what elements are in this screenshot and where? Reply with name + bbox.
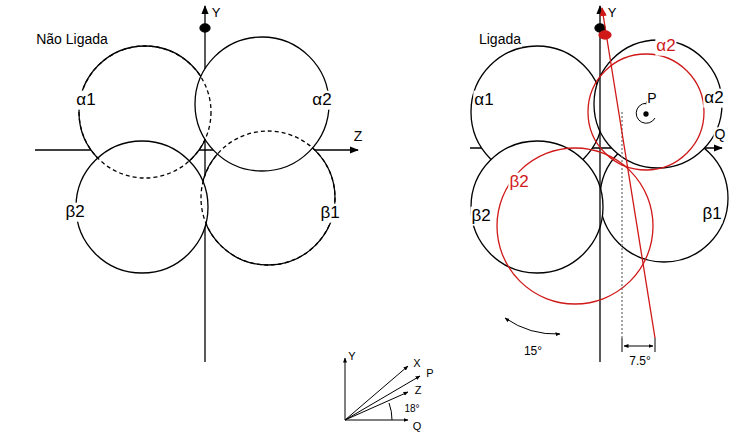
subunit-label: β2 [508, 173, 529, 192]
angle-label: 15° [523, 345, 543, 358]
axis-marker [200, 24, 210, 32]
beta2-subunit [76, 141, 208, 273]
bound-panel [470, 6, 728, 362]
dimension-tick [655, 338, 656, 352]
subunit-label: β1 [701, 205, 722, 224]
beta2-subunit [471, 141, 603, 273]
rotated-axis-marker [599, 31, 611, 39]
angle-label: 18° [403, 403, 420, 414]
subunit-label: β2 [64, 203, 85, 222]
y-axis [599, 6, 600, 362]
inset-z-axis [345, 392, 408, 420]
pivot-point [644, 112, 648, 116]
inset-x-axis [345, 366, 408, 420]
spacer [79, 46, 211, 178]
inset-p-axis [345, 376, 420, 420]
subunit-label: β2 [470, 207, 491, 226]
axis-label: P [425, 367, 434, 379]
beta1-hidden-outline [201, 131, 335, 265]
panel-title: Não Ligada [35, 32, 109, 47]
axis-label: Z [353, 129, 364, 144]
reference-line [621, 112, 622, 340]
axis-label: Y [211, 6, 222, 20]
panel-title: Ligada [478, 32, 522, 47]
alpha1-hidden-outline [79, 46, 211, 178]
dimension-tick [622, 338, 623, 352]
axis-label: Y [607, 6, 618, 20]
subunit-label: α2 [703, 89, 724, 108]
beta2-bound-outline [497, 148, 653, 304]
rotated-axis [602, 8, 655, 338]
dimension-arrow [624, 346, 653, 347]
angle-arc [505, 318, 560, 334]
axis-label: Y [347, 350, 356, 362]
alpha2-bound-outline [588, 54, 704, 170]
axis-label: Q [412, 420, 423, 432]
subunit-label: β1 [319, 204, 340, 223]
subunit-label: α2 [311, 91, 332, 110]
unbound-panel [35, 6, 358, 362]
axis-label: Z [414, 384, 423, 396]
inset-angle-arc [389, 403, 392, 420]
inset-y-axis [345, 358, 346, 420]
angle-label: 7.5° [628, 355, 651, 368]
point-label: P [646, 91, 657, 106]
subunit-label: α1 [473, 91, 494, 110]
inset-q-axis [345, 420, 408, 421]
subunit-label: α2 [655, 37, 676, 56]
axis-label: X [412, 357, 421, 369]
spacer [205, 40, 206, 80]
alpha2-subunit [195, 37, 329, 171]
axis-label: Q [714, 127, 727, 142]
axes-inset [345, 358, 420, 420]
subunit-label: α1 [75, 91, 96, 110]
